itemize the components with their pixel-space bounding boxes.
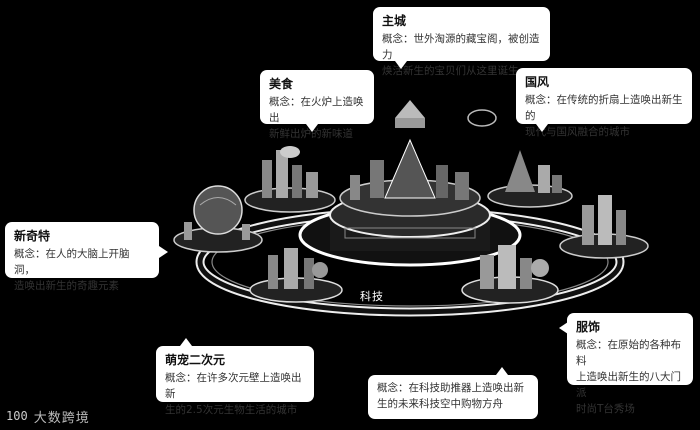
main-city-platform xyxy=(298,100,522,267)
callout-meishi: 美食 概念：在火炉上造唤出 新鲜出炉的新味道 xyxy=(260,70,374,140)
callout-fushi: 服饰 概念：在原始的各种布料 上造唤出新生的八大门派 时尚T台秀场 xyxy=(567,313,693,415)
callout-text: 概念：在科技助推器上造唤出新 xyxy=(377,382,524,394)
island-meishi xyxy=(244,146,336,213)
callout-title: 萌宠二次元 xyxy=(165,353,226,367)
callout-title: 美食 xyxy=(269,77,294,91)
callout-title: 新奇特 xyxy=(14,229,51,243)
logo-mark: 100 xyxy=(6,409,28,423)
callout-text: 概念：在许多次元壁上造唤出新 xyxy=(165,372,302,400)
island-keji xyxy=(461,245,559,304)
callout-text: 概念：在火炉上造唤出 xyxy=(269,96,364,124)
callout-text: 生的2.5次元生物生活的城市 xyxy=(165,404,298,416)
callout-xinqite-tail xyxy=(159,246,168,258)
callout-text: 概念：在人的大脑上开脑洞， xyxy=(14,248,130,276)
callout-keji-tail xyxy=(496,367,508,375)
callout-text: 概念：在原始的各种布料 xyxy=(576,339,681,367)
callout-text: 概念：世外淘源的藏宝阁，被创造力 xyxy=(382,33,540,61)
brand-logo: 100 大数跨境 xyxy=(6,406,90,426)
island-guofeng xyxy=(487,150,573,208)
callout-text: 生的未来科技空中购物方舟 xyxy=(377,398,503,410)
island-xinqite xyxy=(173,185,263,253)
callout-text: 造唤出新生的奇趣元素 xyxy=(14,280,119,292)
island-fushi xyxy=(559,195,649,259)
callout-title: 服饰 xyxy=(576,320,601,334)
callout-keji: 概念：在科技助推器上造唤出新 生的未来科技空中购物方舟 xyxy=(368,375,538,419)
callout-text: 新鲜出炉的新味道 xyxy=(269,128,353,140)
callout-text: 现代与国风融合的城市 xyxy=(525,126,630,138)
callout-mengchong: 萌宠二次元 概念：在许多次元壁上造唤出新 生的2.5次元生物生活的城市 xyxy=(156,346,314,416)
callout-title: 国风 xyxy=(525,75,550,89)
island-mengchong xyxy=(249,248,343,303)
callout-xinqite: 新奇特 概念：在人的大脑上开脑洞， 造唤出新生的奇趣元素 xyxy=(5,222,159,292)
callout-zhucheng: 主城 概念：世外淘源的藏宝阁，被创造力 焕活新生的宝贝们从这里诞生 xyxy=(373,7,550,77)
logo-name: 大数跨境 xyxy=(33,410,90,426)
center-label-keji: 科技 xyxy=(360,290,384,303)
callout-text: 上造唤出新生的八大门派 xyxy=(576,371,681,399)
callout-text: 时尚T台秀场 xyxy=(576,403,635,415)
callout-fushi-tail xyxy=(559,322,568,334)
callout-text: 焕活新生的宝贝们从这里诞生 xyxy=(382,65,519,77)
callout-text: 概念：在传统的折扇上造唤出新生的 xyxy=(525,94,683,122)
callout-title: 主城 xyxy=(382,14,407,28)
callout-guofeng: 国风 概念：在传统的折扇上造唤出新生的 现代与国风融合的城市 xyxy=(516,68,692,138)
callout-mengchong-tail xyxy=(180,338,192,346)
